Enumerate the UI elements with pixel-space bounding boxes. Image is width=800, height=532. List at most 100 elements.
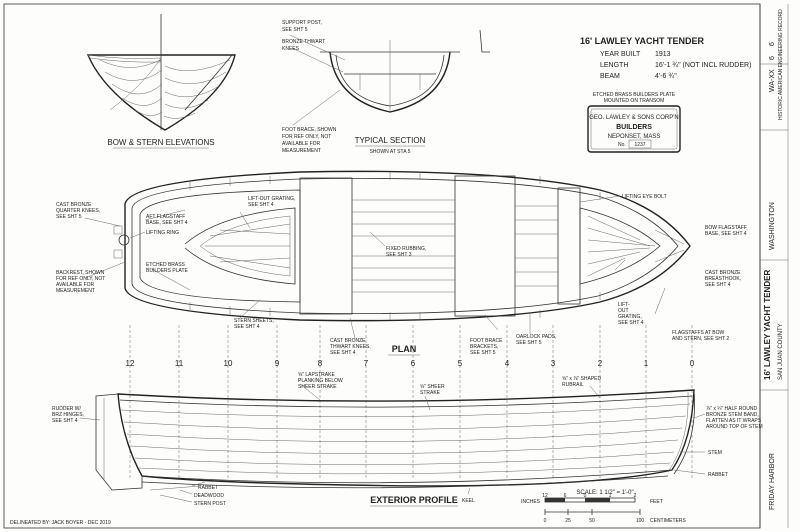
- station-6: 6: [411, 359, 416, 368]
- side-title-block: 16' LAWLEY YACHT TENDER SAN JUAN COUNTY …: [760, 9, 788, 510]
- label-support-post: SUPPORT POST,SEE SHT 5: [282, 20, 322, 33]
- label-stem: STEM: [708, 450, 722, 456]
- length-value: 16'-1 ¾" (NOT INCL RUDDER): [655, 62, 751, 69]
- side-location: SAN JUAN COUNTY: [778, 323, 784, 380]
- side-sheet: 6: [769, 56, 776, 60]
- plate-caption-2: MOUNTED ON TRANSOM: [604, 98, 664, 104]
- builders-plate: ETCHED BRASS BUILDERS PLATE MOUNTED ON T…: [587, 92, 681, 153]
- scale-inches: INCHES: [521, 499, 541, 505]
- delineated-by: DELINEATED BY: JACK BOYER · DEC 2019: [10, 520, 111, 526]
- label-oarlock-pads: OARLOCK PADS,SEE SHT 5: [516, 334, 556, 346]
- tender-title: 16' LAWLEY YACHT TENDER: [580, 36, 705, 46]
- bow-stern-elevations: BOW & STERN ELEVATIONS: [86, 14, 236, 149]
- typical-section: TYPICAL SECTION SHOWN AT STA 5 SUPPORT P…: [282, 20, 490, 155]
- label-deadwood: DEADWOOD: [194, 493, 224, 499]
- station-9: 9: [275, 359, 280, 368]
- station-1: 1: [644, 359, 649, 368]
- scale-label: SCALE: 1 1/2" = 1'-0": [576, 490, 633, 496]
- beam-label: BEAM: [600, 73, 620, 80]
- section-subtitle: SHOWN AT STA 5: [370, 149, 411, 155]
- station-8: 8: [318, 359, 323, 368]
- title-block: 16' LAWLEY YACHT TENDER YEAR BUILT 1913 …: [580, 36, 751, 80]
- label-lift-out-grating: LIFT-OUT GRATING,SEE SHT 4: [248, 196, 295, 208]
- station-12: 12: [126, 359, 135, 368]
- station-5: 5: [458, 359, 463, 368]
- station-11: 11: [175, 359, 184, 368]
- profile-title: EXTERIOR PROFILE: [370, 495, 458, 505]
- side-state: WASHINGTON: [769, 202, 776, 250]
- scale-mark-12: 12: [542, 493, 548, 499]
- plate-no-value: 1237: [634, 142, 645, 148]
- label-keel: KEEL: [462, 498, 475, 504]
- sheet-border: [3, 3, 761, 529]
- scale-cm-25: 25: [565, 518, 571, 524]
- plate-no-label: No.: [618, 142, 626, 148]
- scale-cm-100: 100: [636, 518, 645, 524]
- scale-mark-2: 2: [634, 493, 637, 499]
- plate-line-1: GEO. LAWLEY & SONS CORP'N: [589, 115, 679, 121]
- plate-line-3: NEPONSET, MASS: [608, 134, 661, 140]
- year-built-label: YEAR BUILT: [600, 51, 641, 58]
- side-number: WA-XX: [769, 69, 776, 92]
- station-0: 0: [690, 359, 695, 368]
- side-of: 6: [769, 42, 776, 46]
- scale-mark-6: 6: [564, 493, 567, 499]
- label-rudder: RUDDER W/BRZ HINGES,SEE SHT 4: [52, 406, 84, 424]
- scale-bar: SCALE: 1 1/2" = 1'-0" INCHES 12 6 0 1 2 …: [521, 490, 686, 524]
- plate-line-2: BUILDERS: [616, 124, 652, 131]
- station-2: 2: [598, 359, 603, 368]
- beam-value: 4'-6 ¾": [655, 73, 677, 80]
- label-lifting-ring: LIFTING RING: [146, 230, 179, 236]
- label-fixed-rubbing: FIXED RUBBING,SEE SHT 3: [386, 246, 426, 258]
- plate-caption-1: ETCHED BRASS BUILDERS PLATE: [593, 92, 676, 98]
- scale-cm-50: 50: [589, 518, 595, 524]
- scale-feet: FEET: [650, 499, 663, 505]
- label-lifting-eye: LIFTING EYE BOLT: [622, 194, 667, 200]
- elevations-title: BOW & STERN ELEVATIONS: [107, 138, 214, 147]
- label-rabbet-bow: RABBET: [708, 472, 728, 478]
- scale-mark-0: 0: [584, 493, 587, 499]
- plan-title: PLAN: [392, 344, 417, 354]
- length-label: LENGTH: [600, 62, 628, 69]
- label-stern-post: STERN POST: [194, 501, 226, 507]
- station-3: 3: [551, 359, 556, 368]
- side-harbor: FRIDAY HARBOR: [769, 453, 776, 510]
- station-7: 7: [364, 359, 369, 368]
- scale-cm-0: 0: [544, 518, 547, 524]
- thwart-mid: [454, 175, 516, 317]
- stern-grating: [205, 223, 291, 269]
- station-lines: [129, 325, 693, 480]
- station-numbers: 12 11 10 9 8 7 6 5 4 3 2 1 0: [126, 359, 695, 368]
- station-10: 10: [224, 359, 233, 368]
- floorboards: [352, 199, 558, 293]
- label-stern-sheets: STERN SHEETS,SEE SHT 4: [234, 318, 274, 330]
- section-title: TYPICAL SECTION: [355, 136, 426, 145]
- label-rabbet-stern: RABBET: [198, 485, 218, 491]
- side-project-title: 16' LAWLEY YACHT TENDER: [763, 270, 772, 380]
- exterior-profile: EXTERIOR PROFILE: [79, 383, 706, 507]
- station-4: 4: [505, 359, 510, 368]
- thwart-aft: [299, 177, 353, 315]
- scale-mark-1: 1: [609, 493, 612, 499]
- scale-centimeters: CENTIMETERS: [650, 518, 687, 524]
- plan-view: PLAN: [84, 170, 691, 356]
- thwart-fwd: [557, 187, 581, 305]
- side-agency: HISTORIC AMERICAN ENGINEERING RECORD: [778, 9, 784, 120]
- year-built-value: 1913: [655, 51, 671, 58]
